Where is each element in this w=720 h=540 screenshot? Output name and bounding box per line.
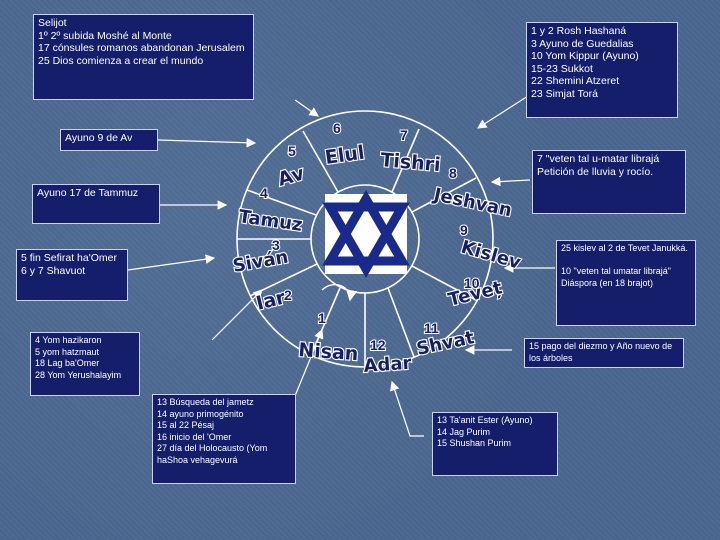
connector-adar (390, 380, 424, 437)
month-name-nisan: Nisan (298, 339, 359, 365)
month-num-jeshvan: 8 (449, 165, 457, 181)
month-num-sivan: 3 (272, 237, 280, 253)
month-name-tishri: Tishri (380, 149, 442, 176)
month-name-jeshvan: Jeshvan (430, 184, 514, 221)
box-nisan-events: 13 Búsqueda del jametz 14 ayuno primogén… (152, 394, 296, 484)
month-num-tishri: 7 (400, 127, 408, 143)
month-numbers: 6 7 8 9 10 11 12 1 2 3 4 5 (259, 119, 481, 354)
month-num-iar: 2 (284, 287, 292, 303)
box-adar-events: 13 Ta'anit Ester (Ayuno) 14 Jag Purim 15… (432, 412, 558, 476)
month-name-elul: Elul (324, 142, 366, 169)
box-av-events: Ayuno 9 de Av (60, 129, 158, 151)
star-of-david-icon (322, 190, 410, 278)
month-name-av: Av (275, 162, 307, 191)
connector-jeshvan (490, 176, 531, 187)
box-elul-events: Selijot 1º 2º subida Moshé al Monte 17 c… (33, 14, 254, 100)
month-name-adar: Adar (363, 353, 412, 377)
connector-sivan (127, 254, 216, 271)
month-num-kislev: 9 (460, 222, 468, 238)
box-shvat-events: 15 pago del diezmo y Año nuevo de los ár… (524, 338, 684, 368)
box-jeshvan-events: 7 "veten tal u-matar librajá Petición de… (532, 150, 686, 214)
box-sivan-events: 5 fin Sefirat ha'Omer 6 y 7 Shavuot (16, 249, 128, 301)
month-name-sivan: Siván (231, 247, 290, 277)
month-wheel (236, 110, 494, 368)
connector-lines (127, 95, 555, 437)
month-name-iar: Iar (254, 286, 288, 315)
connector-av (157, 137, 257, 148)
box-kislev-tevet-events: 25 kislev al 2 de Tevet Janukká. 10 "vet… (556, 240, 696, 326)
curved-arrow-icon (321, 284, 358, 302)
month-num-adar: 12 (370, 337, 386, 353)
box-iar-events: 4 Yom hazikaron 5 yom hatzmaut 18 Lag ba… (30, 332, 140, 396)
connector-iar (211, 289, 263, 341)
month-name-kislev: Kislev (459, 237, 524, 274)
box-tishri-events: 1 y 2 Rosh Hashaná 3 Ayuno de Guedalias … (526, 22, 678, 118)
month-num-nisan: 1 (318, 310, 326, 326)
month-num-shvat: 11 (424, 320, 439, 336)
month-num-elul: 6 (333, 120, 341, 136)
connector-tishri (476, 95, 529, 129)
month-name-tammuz: Tamuz (237, 206, 303, 236)
month-num-av: 5 (288, 143, 296, 159)
month-name-tevet: Teveț (446, 277, 504, 311)
month-num-tevet: 10 (464, 275, 480, 291)
connector-elul (294, 99, 319, 117)
box-tammuz-events: Ayuno 17 de Tammuz (32, 184, 160, 224)
month-num-tammuz: 4 (260, 185, 268, 201)
